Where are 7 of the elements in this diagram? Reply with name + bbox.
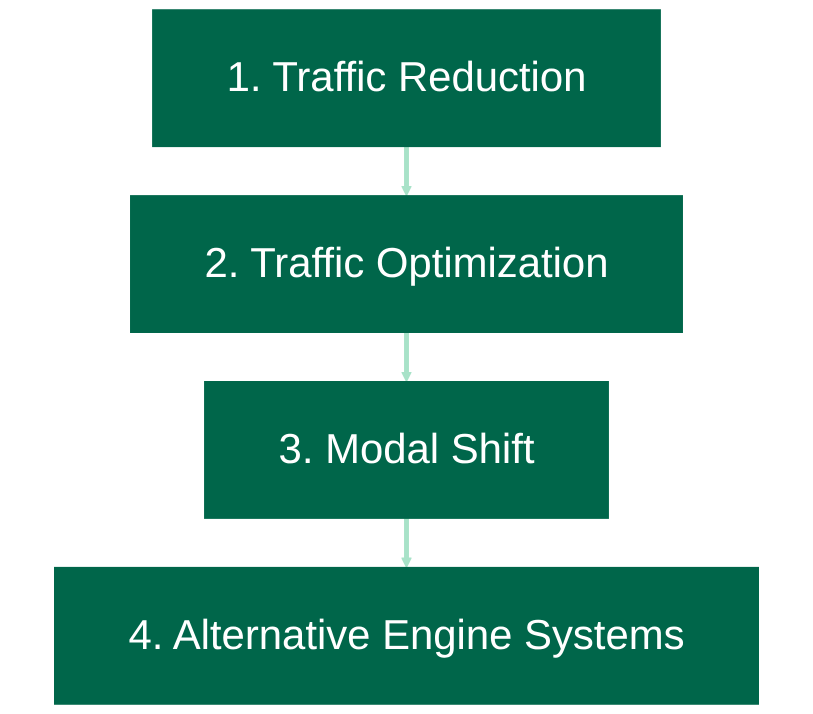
node-box: 1. Traffic Reduction xyxy=(152,9,661,148)
arrow xyxy=(401,332,412,382)
arrow xyxy=(401,146,412,196)
node-box: 3. Modal Shift xyxy=(204,381,609,519)
node-box: 4. Alternative Engine Systems xyxy=(54,566,759,705)
node-box: 2. Traffic Optimization xyxy=(130,195,683,333)
arrow xyxy=(401,518,412,568)
